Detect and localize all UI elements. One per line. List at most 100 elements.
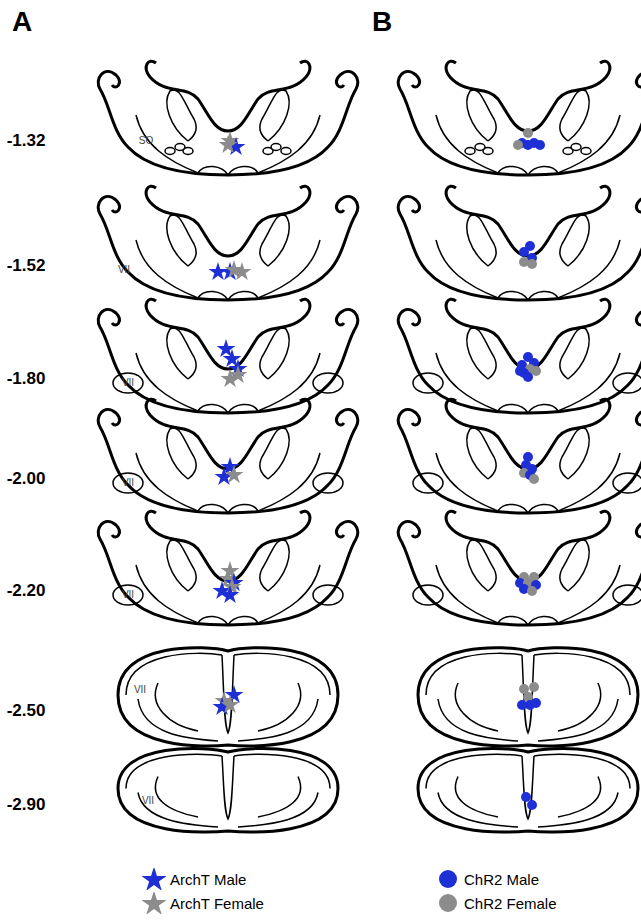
section-structure <box>238 699 318 741</box>
section-structure <box>528 504 558 513</box>
section-structure <box>538 793 618 828</box>
section-outline <box>228 186 310 256</box>
chr2-marker <box>515 366 525 376</box>
section-structure <box>467 428 496 479</box>
section-structure <box>155 683 198 731</box>
section-structure <box>498 504 528 513</box>
section-outline <box>228 399 310 469</box>
supraoptic-blob <box>263 148 273 155</box>
chr2-marker <box>523 140 533 150</box>
section-outline <box>146 399 228 469</box>
supraoptic-blob <box>183 148 193 155</box>
bregma-level: -2.90 <box>7 796 46 813</box>
section-outline <box>418 748 638 832</box>
supraoptic-blob <box>465 148 475 155</box>
section-structure <box>260 428 289 479</box>
legend-swatch <box>142 892 166 914</box>
section-structure <box>560 328 589 379</box>
bregma-level: -2.50 <box>7 702 46 719</box>
section-outline <box>146 511 228 581</box>
nucleus-outline <box>613 373 641 393</box>
section-structure <box>467 90 496 141</box>
section-structure <box>534 653 630 695</box>
section-structure <box>138 793 218 828</box>
section-outline <box>146 299 228 369</box>
section-structure <box>198 616 228 625</box>
section-outline <box>528 310 641 413</box>
section-structure <box>560 428 589 479</box>
archt-marker <box>221 585 240 603</box>
section-structure <box>138 699 218 741</box>
panel-letter: A <box>12 8 32 36</box>
chr2-marker <box>531 366 541 376</box>
chr2-marker <box>519 247 529 257</box>
supraoptic-blob <box>581 148 591 155</box>
section-structure <box>126 653 222 695</box>
chr2-marker <box>513 140 523 150</box>
section-structure <box>538 699 618 741</box>
region-label: VII <box>122 378 134 388</box>
section-structure <box>136 240 198 298</box>
section-outline <box>446 511 528 581</box>
section-outline <box>528 61 610 131</box>
section-structure <box>234 754 330 788</box>
nucleus-outline <box>413 373 443 393</box>
nucleus-outline <box>313 373 343 393</box>
archt-marker <box>233 262 252 280</box>
section-structure <box>167 90 196 141</box>
chr2-marker <box>527 259 537 269</box>
section-structure <box>528 166 558 175</box>
section-structure <box>260 90 289 141</box>
section-outline <box>528 186 610 256</box>
section-structure <box>426 653 522 695</box>
archt-marker <box>221 695 240 713</box>
chr2-marker <box>527 800 537 810</box>
section-outline <box>528 72 641 175</box>
section-outline <box>118 748 338 832</box>
chr2-marker <box>529 682 539 692</box>
legend-item: ArchT Female <box>142 892 264 914</box>
legend-text: ChR2 Female <box>464 895 557 912</box>
section-structure <box>260 215 289 266</box>
nucleus-outline <box>413 473 443 493</box>
section-structure <box>455 683 498 731</box>
section-structure <box>126 754 222 788</box>
legend-text: ChR2 Male <box>464 871 539 888</box>
section-structure <box>228 616 258 625</box>
section-structure <box>558 565 620 623</box>
section-structure <box>136 565 198 623</box>
section-structure <box>198 504 228 513</box>
legend-item: ChR2 Female <box>436 892 557 914</box>
section-structure <box>438 793 518 828</box>
section-structure <box>258 115 320 173</box>
region-label: VII <box>142 796 154 806</box>
section-structure <box>498 291 528 300</box>
section-structure <box>260 540 289 591</box>
section-structure <box>528 291 558 300</box>
section-structure <box>167 328 196 379</box>
nucleus-outline <box>613 473 641 493</box>
section-outline <box>146 186 228 256</box>
legend-swatch <box>142 868 166 890</box>
legend-text: ArchT Female <box>170 895 264 912</box>
section-structure <box>467 540 496 591</box>
section-outline <box>228 511 310 581</box>
section-structure <box>258 777 301 818</box>
supraoptic-blob <box>281 148 291 155</box>
section-structure <box>228 404 258 413</box>
legend-item: ChR2 Male <box>436 868 539 890</box>
section-structure <box>436 240 498 298</box>
section-structure <box>455 777 498 818</box>
nucleus-outline <box>113 373 143 393</box>
section-outline <box>118 648 338 746</box>
region-label: VII <box>134 685 146 695</box>
section-outline <box>528 299 610 369</box>
section-structure <box>436 565 498 623</box>
section-structure <box>198 404 228 413</box>
section-structure <box>167 215 196 266</box>
section-structure <box>467 215 496 266</box>
supraoptic-blob <box>483 148 493 155</box>
chr2-marker <box>531 698 541 708</box>
section-structure <box>498 616 528 625</box>
nucleus-outline <box>313 473 343 493</box>
